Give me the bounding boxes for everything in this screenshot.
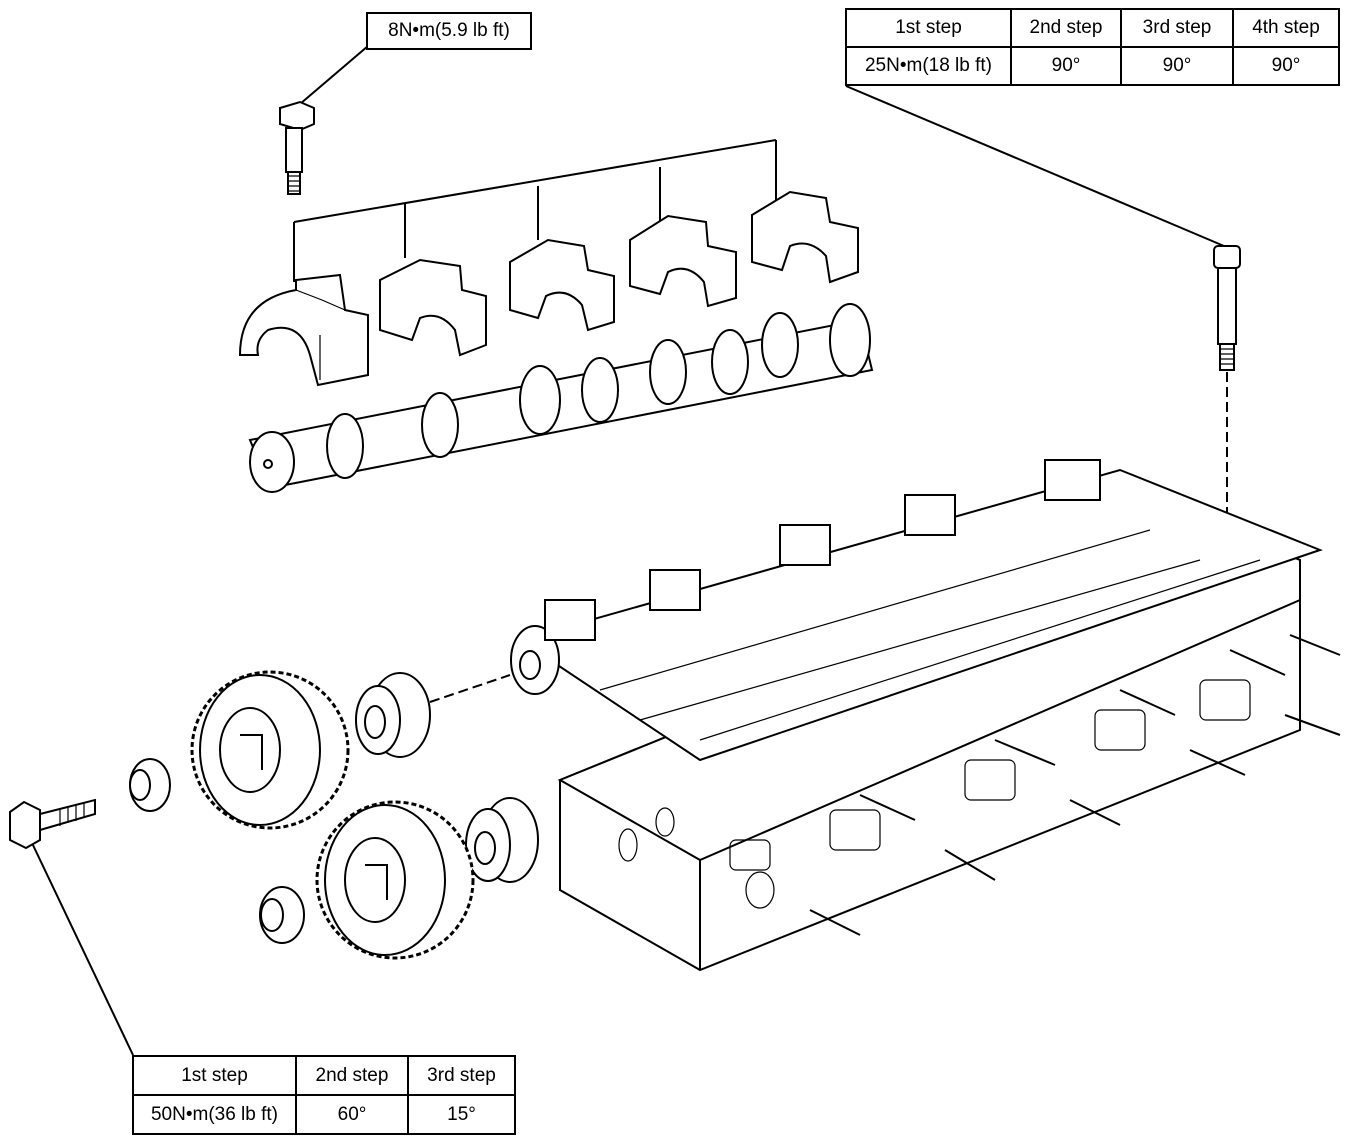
table-cell: 90° [1232, 46, 1340, 86]
table-cell: 25N•m(18 lb ft) [845, 46, 1012, 86]
camshaft [248, 303, 874, 493]
table-header-cell: 3rd step [1120, 8, 1234, 48]
table-header-row: 1st step 2nd step 3rd step [132, 1055, 516, 1096]
sprocket-bolt [9, 798, 96, 850]
table-header-cell: 3rd step [407, 1055, 516, 1096]
table-row: 25N•m(18 lb ft) 90° 90° 90° [845, 46, 1340, 86]
head-bolt-torque-table: 1st step 2nd step 3rd step 4th step 25N•… [845, 8, 1340, 86]
table-header-cell: 1st step [132, 1055, 297, 1096]
table-header-cell: 2nd step [1010, 8, 1122, 48]
port-openings [618, 679, 1251, 909]
cylinder-head-bolt [1213, 245, 1241, 560]
sprocket-spacer-lower [259, 886, 305, 944]
camshaft-cap-4 [629, 214, 737, 308]
camshaft-cap-5 [751, 190, 859, 284]
table-cell: 90° [1120, 46, 1234, 86]
sprocket-spacer-upper [129, 758, 171, 812]
table-header-row: 1st step 2nd step 3rd step 4th step [845, 8, 1340, 48]
camshaft-cap-1 [238, 273, 369, 387]
table-header-cell: 4th step [1232, 8, 1340, 48]
table-cell: 90° [1010, 46, 1122, 86]
camshaft-sprocket-lower [315, 800, 475, 960]
camshaft-oil-seal-2 [465, 797, 539, 883]
table-cell: 50N•m(36 lb ft) [132, 1094, 297, 1135]
table-header-cell: 1st step [845, 8, 1012, 48]
cam-cap-bolt [279, 100, 315, 195]
table-cell: 60° [295, 1094, 409, 1135]
cam-cap-bolt-torque-label: 8N•m(5.9 lb ft) [366, 12, 532, 50]
table-cell: 15° [407, 1094, 516, 1135]
cap-group-bracket [293, 139, 777, 282]
leader-line-cap-bolt [299, 45, 369, 105]
leader-line-head-bolt [845, 85, 1225, 247]
cylinder-head-camshaft-caps [544, 459, 1101, 641]
assembly-axis-line [429, 674, 511, 703]
table-row: 50N•m(36 lb ft) 60° 15° [132, 1094, 516, 1135]
leader-line-sprocket-bolt [21, 821, 134, 1056]
table-header-cell: 2nd step [295, 1055, 409, 1096]
cylinder-head [510, 459, 1341, 972]
studs [809, 634, 1341, 936]
camshaft-caps [238, 190, 859, 387]
camshaft-sprocket-upper [190, 670, 350, 830]
camshaft-oil-seal-1 [355, 672, 431, 758]
camshaft-cap-3 [509, 238, 615, 332]
camshaft-cap-2 [379, 258, 487, 357]
sprocket-bolt-torque-table: 1st step 2nd step 3rd step 50N•m(36 lb f… [132, 1055, 516, 1135]
